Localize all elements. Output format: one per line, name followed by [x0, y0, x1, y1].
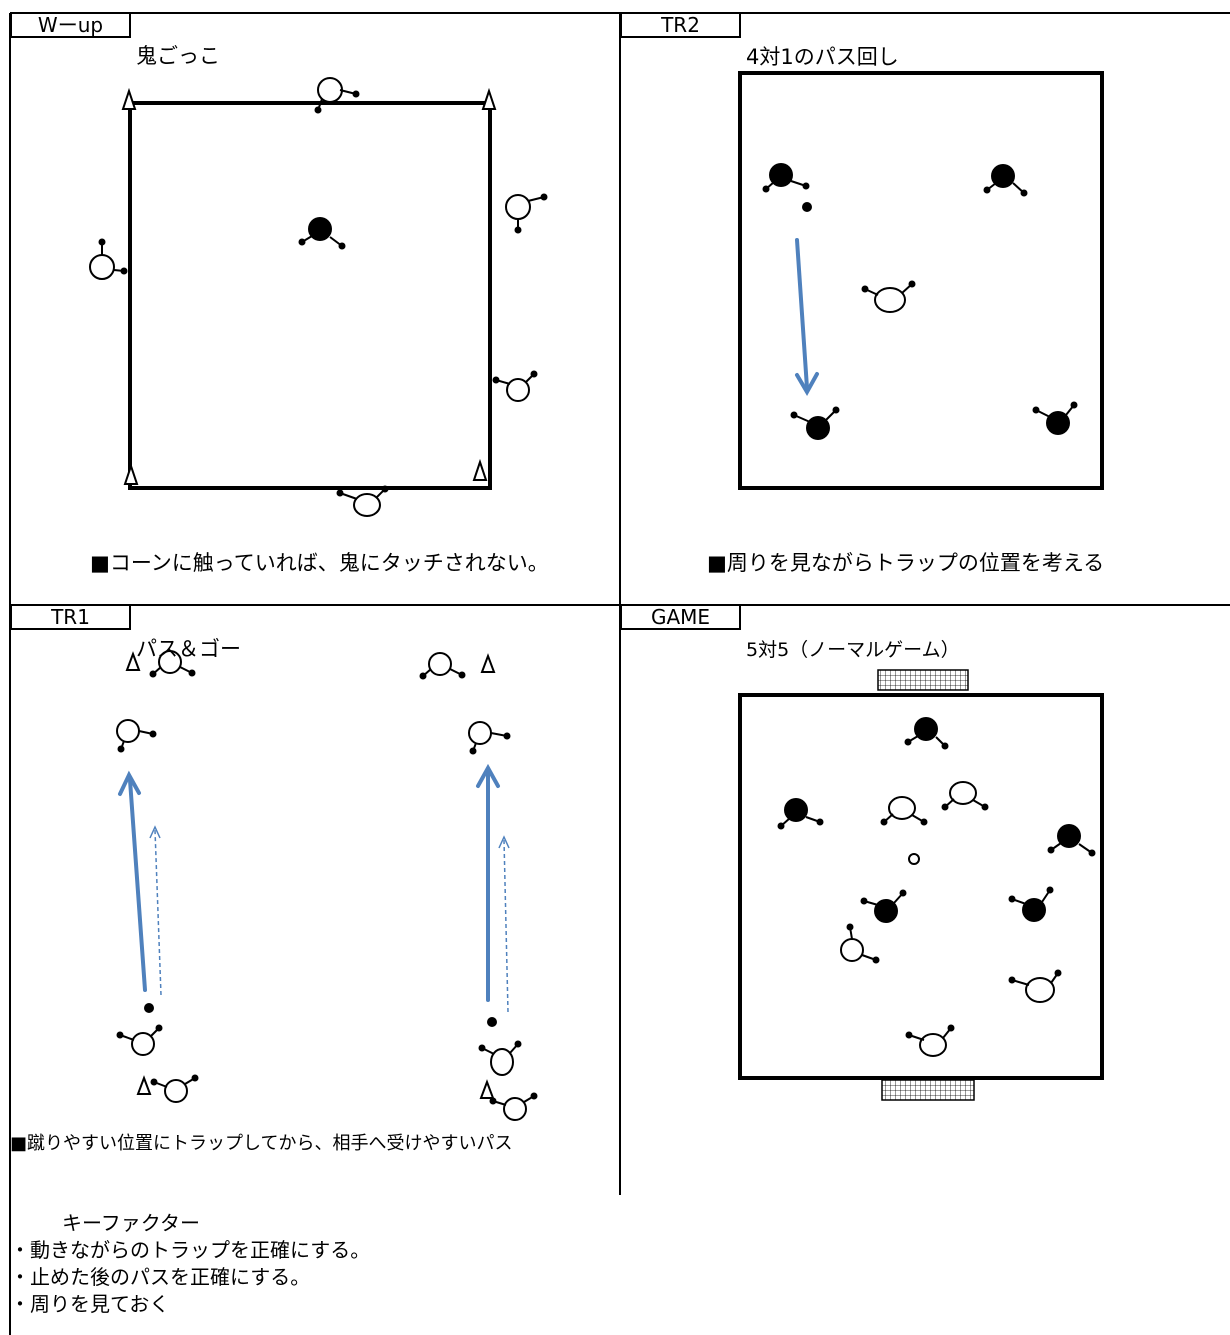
goal-icon	[881, 1079, 975, 1101]
player-black	[983, 164, 1028, 197]
player-white	[89, 238, 128, 280]
run-arrow-head	[149, 825, 510, 849]
player-black	[777, 798, 824, 830]
player-white	[861, 280, 916, 313]
wup-note: ■コーンに触っていれば、鬼にタッチされない。	[90, 551, 549, 575]
key-factor-item: ・止めた後のパスを正確にする。	[10, 1265, 311, 1289]
player-white	[905, 1024, 955, 1057]
player-black	[1047, 824, 1096, 857]
ball-icon	[802, 202, 812, 212]
tab-tr1: TR1	[10, 604, 131, 630]
tr2-note: ■周りを見ながらトラップの位置を考える	[707, 551, 1105, 575]
run-arrow	[154, 829, 509, 1013]
player-white	[505, 193, 548, 234]
player-black	[1008, 886, 1054, 922]
tab-tr2: TR2	[620, 12, 741, 38]
ball-icon	[487, 1017, 497, 1027]
tr2-title: 4対1のパス回し	[746, 45, 899, 69]
player-white	[840, 923, 880, 964]
player-black	[1032, 401, 1078, 435]
tr1-title: パス＆ゴー	[136, 637, 241, 661]
ball-icon	[144, 1003, 154, 1013]
pass-arrow	[795, 238, 819, 397]
player-white	[116, 1024, 163, 1056]
game-title: 5対5（ノーマルゲーム）	[746, 639, 960, 661]
cone-icon	[125, 651, 496, 1099]
player-white	[1008, 969, 1062, 1003]
wup-title: 鬼ごっこ	[136, 44, 220, 68]
player-white	[314, 77, 360, 114]
player-white	[149, 650, 196, 678]
cone-icon	[121, 87, 497, 485]
player-black	[790, 406, 840, 440]
player-white	[489, 1092, 538, 1121]
goal-icon	[877, 669, 969, 691]
player-white	[150, 1074, 199, 1103]
player-black	[762, 163, 810, 193]
player-white	[880, 796, 928, 826]
wup-field	[89, 77, 548, 517]
key-factor-item: ・動きながらのトラップを正確にする。	[10, 1238, 371, 1262]
player-white	[419, 652, 466, 680]
player-white	[336, 485, 389, 517]
tr1-field	[116, 650, 538, 1121]
player-white	[492, 370, 538, 402]
key-factors-heading: キーファクター	[62, 1211, 200, 1235]
player-black	[298, 217, 346, 250]
player-white	[941, 781, 989, 811]
player-black	[860, 889, 907, 923]
tr1-note: ■蹴りやすい位置にトラップしてから、相手へ受けやすいパス	[10, 1133, 513, 1154]
player-white	[468, 721, 511, 755]
tr2-field	[738, 71, 1104, 490]
pass-arrow	[118, 763, 500, 1002]
player-white	[478, 1040, 522, 1076]
key-factor-item: ・周りを見ておく	[10, 1292, 170, 1316]
ball-icon	[908, 853, 920, 865]
player-black	[904, 717, 949, 750]
tab-wup: Wーup	[10, 12, 131, 38]
game-field	[738, 669, 1104, 1101]
player-white	[116, 719, 157, 753]
tab-game: GAME	[620, 604, 741, 630]
